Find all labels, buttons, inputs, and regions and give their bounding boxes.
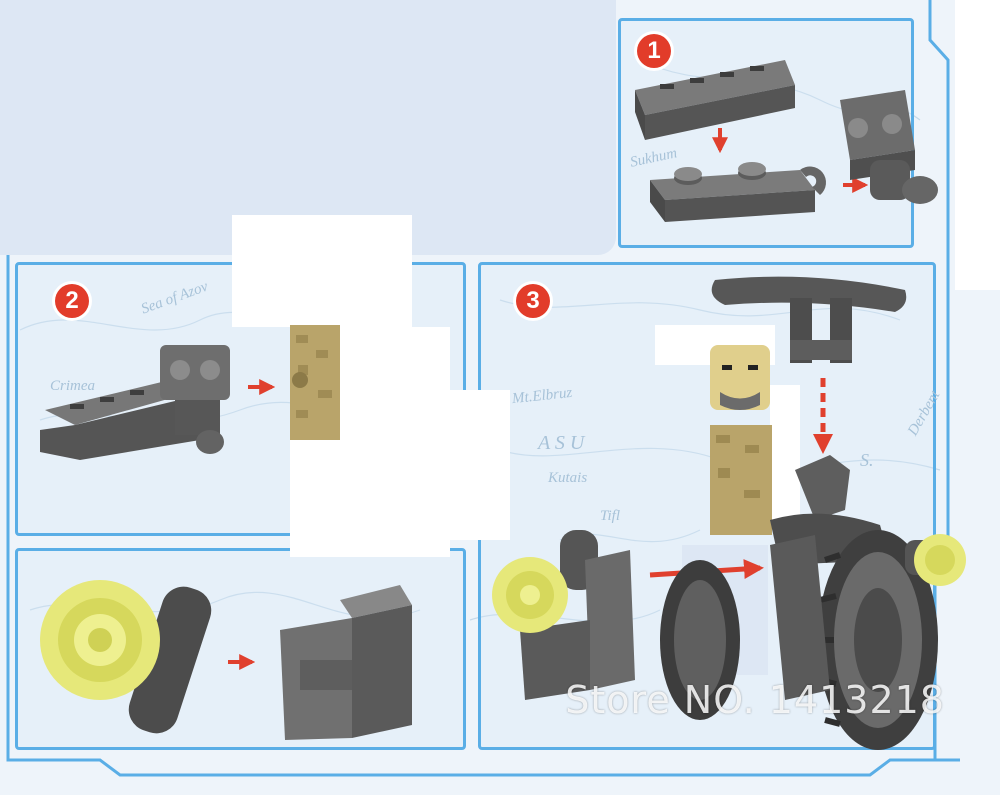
blank-region-top-left: [0, 0, 616, 255]
step3-figure-body: [710, 425, 772, 535]
blank-region-center-top: [232, 215, 412, 327]
step1-slope-brick: [635, 60, 795, 140]
blank-region-far-right: [955, 0, 1000, 290]
step3-motorbike: [660, 455, 966, 750]
map-label-asu: A S U: [538, 432, 585, 454]
blank-region-right-mid: [770, 385, 800, 520]
step3-light-bracket: [492, 530, 635, 700]
step2-badge: 2: [55, 284, 89, 318]
step3-handlebar: [711, 276, 907, 363]
step2b-bracket-brick: [280, 585, 412, 740]
map-label-kutais: Kutais: [548, 470, 588, 486]
blank-region-center-right: [450, 390, 510, 540]
map-label-tiflis: Tifl: [600, 508, 621, 524]
step2-light-assembly: [40, 580, 212, 734]
step1-badge: 1: [637, 34, 671, 68]
step3-figure-head: [710, 345, 770, 410]
step2-figure-torso: [290, 325, 340, 440]
step1-clip-plate: [650, 162, 827, 222]
step2-assembly: [40, 345, 230, 460]
step1-hinge-brick: [840, 90, 938, 204]
step3-badge: 3: [516, 284, 550, 318]
map-label-s: S.: [860, 450, 874, 470]
store-watermark: Store NO. 1413218: [565, 678, 945, 722]
map-label-crimea: Crimea: [50, 378, 95, 394]
